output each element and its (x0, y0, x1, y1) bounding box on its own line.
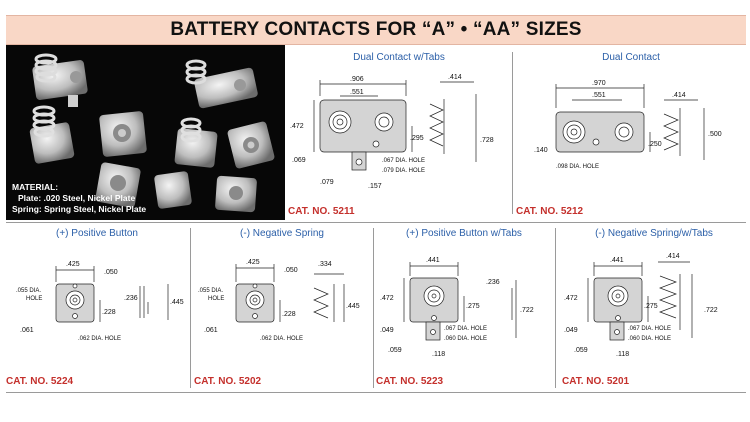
material-note: MATERIAL: Plate: .020 Steel, Nickel Plat… (12, 182, 146, 215)
dim-label: .062 DIA. HOLE (78, 336, 121, 342)
dim-label: .059 (574, 347, 588, 354)
dim-label: .414 (672, 92, 686, 99)
dim-label: .069 (292, 157, 306, 164)
dim-label: .067 DIA. HOLE (444, 326, 487, 332)
dim-label: .050 (104, 269, 118, 276)
dim-label: .079 DIA. HOLE (382, 168, 425, 174)
product-5202: (-) Negative Spring .425 .050 .334 .055 … (194, 226, 370, 390)
divider (190, 228, 191, 388)
divider (555, 228, 556, 388)
dim-label: .500 (708, 131, 722, 138)
catalog-number: CAT. NO. 5223 (376, 376, 444, 387)
dim-label: .061 (20, 327, 34, 334)
dim-label: .236 (124, 295, 138, 302)
dim-label: HOLE (208, 296, 224, 302)
material-spring: Spring: Spring Steel, Nickel Plate (12, 204, 147, 214)
dim-label: .906 (350, 76, 364, 83)
drawing-5223: .441 .236 .472 .275 .722 .049 .067 DIA. … (380, 257, 534, 358)
dim-label: .049 (564, 327, 578, 334)
dim-label: .970 (592, 80, 606, 87)
dim-label: .445 (346, 303, 360, 310)
dim-label: .425 (66, 261, 80, 268)
drawing-5201: .441 .414 .472 .275 .722 .049 .067 DIA. … (564, 253, 718, 358)
catalog-number: CAT. NO. 5211 (288, 206, 355, 217)
dim-label: .059 (388, 347, 402, 354)
dim-label: .445 (170, 299, 184, 306)
divider (6, 222, 746, 223)
dim-label: .551 (350, 89, 364, 96)
dim-label: .334 (318, 261, 332, 268)
catalog-number: CAT. NO. 5224 (6, 376, 74, 387)
dim-label: .441 (426, 257, 440, 264)
dim-label: .728 (480, 137, 494, 144)
dim-label: .250 (648, 141, 662, 148)
dim-label: .414 (666, 253, 680, 260)
dim-label: .551 (592, 92, 606, 99)
material-heading: MATERIAL: (12, 182, 59, 192)
dim-label: .295 (410, 135, 424, 142)
material-plate: Plate: .020 Steel, Nickel Plate (18, 193, 136, 203)
dim-label: .228 (282, 311, 296, 318)
divider (6, 392, 746, 393)
dim-label: .722 (520, 307, 534, 314)
dim-label: .062 DIA. HOLE (260, 336, 303, 342)
dim-label: .157 (368, 183, 382, 190)
dim-label: .050 (284, 267, 298, 274)
dim-label: .472 (380, 295, 394, 302)
dim-label: .228 (102, 309, 116, 316)
dim-label: .055 DIA. (198, 288, 223, 294)
contacts-photo-image (29, 53, 275, 213)
dim-label: .079 (320, 179, 334, 186)
dim-label: .061 (204, 327, 218, 334)
product-heading: (+) Positive Button (56, 228, 138, 239)
dim-label: .049 (380, 327, 394, 334)
drawing-5211: .906 .551 .414 .472 .295 .728 .069 .079 … (290, 74, 494, 190)
product-5212: Dual Contact .970 .551 .414 .500 .250 .1… (516, 48, 746, 220)
dim-label: .067 DIA. HOLE (382, 158, 425, 164)
dim-label: .060 DIA. HOLE (628, 336, 671, 342)
dim-label: .118 (432, 351, 445, 358)
product-heading: Dual Contact w/Tabs (353, 52, 445, 63)
dim-label: .236 (486, 279, 500, 286)
drawing-5224: .425 .050 .055 DIA. HOLE .236 .445 .228 … (16, 261, 184, 342)
product-heading: Dual Contact (602, 52, 660, 63)
dim-label: .098 DIA. HOLE (556, 164, 599, 170)
dim-label: .472 (290, 123, 304, 130)
drawing-5202: .425 .050 .334 .055 DIA. HOLE .445 .228 … (198, 259, 360, 342)
divider (512, 52, 513, 214)
page-title: BATTERY CONTACTS FOR “A” • “AA” SIZES (6, 15, 746, 45)
dim-label: .722 (704, 307, 718, 314)
catalog-number: CAT. NO. 5202 (194, 376, 262, 387)
product-5224: (+) Positive Button .425 .050 .055 DIA. … (6, 226, 188, 390)
product-heading: (+) Positive Button w/Tabs (406, 228, 522, 239)
dim-label: .067 DIA. HOLE (628, 326, 671, 332)
product-5211: Dual Contact w/Tabs .906 .551 .414 .472 … (288, 48, 510, 220)
dim-label: .425 (246, 259, 260, 266)
dim-label: .275 (644, 303, 658, 310)
product-heading: (-) Negative Spring (240, 228, 324, 239)
dim-label: .140 (534, 147, 548, 154)
dim-label: .055 DIA. (16, 288, 41, 294)
product-photo: MATERIAL: Plate: .020 Steel, Nickel Plat… (6, 45, 285, 220)
dim-label: .441 (610, 257, 624, 264)
dim-label: .275 (466, 303, 480, 310)
product-5201: (-) Negative Spring/w/Tabs .441 .414 .47… (562, 226, 746, 390)
dim-label: .118 (616, 351, 629, 358)
divider (373, 228, 374, 388)
product-heading: (-) Negative Spring/w/Tabs (595, 228, 713, 239)
dim-label: .060 DIA. HOLE (444, 336, 487, 342)
dim-label: .414 (448, 74, 462, 81)
dim-label: .472 (564, 295, 578, 302)
drawing-5212: .970 .551 .414 .500 .250 .140 .098 DIA. … (534, 80, 722, 170)
catalog-number: CAT. NO. 5212 (516, 206, 584, 217)
dim-label: HOLE (26, 296, 42, 302)
product-5223: (+) Positive Button w/Tabs .441 .236 .47… (376, 226, 552, 390)
catalog-number: CAT. NO. 5201 (562, 376, 630, 387)
